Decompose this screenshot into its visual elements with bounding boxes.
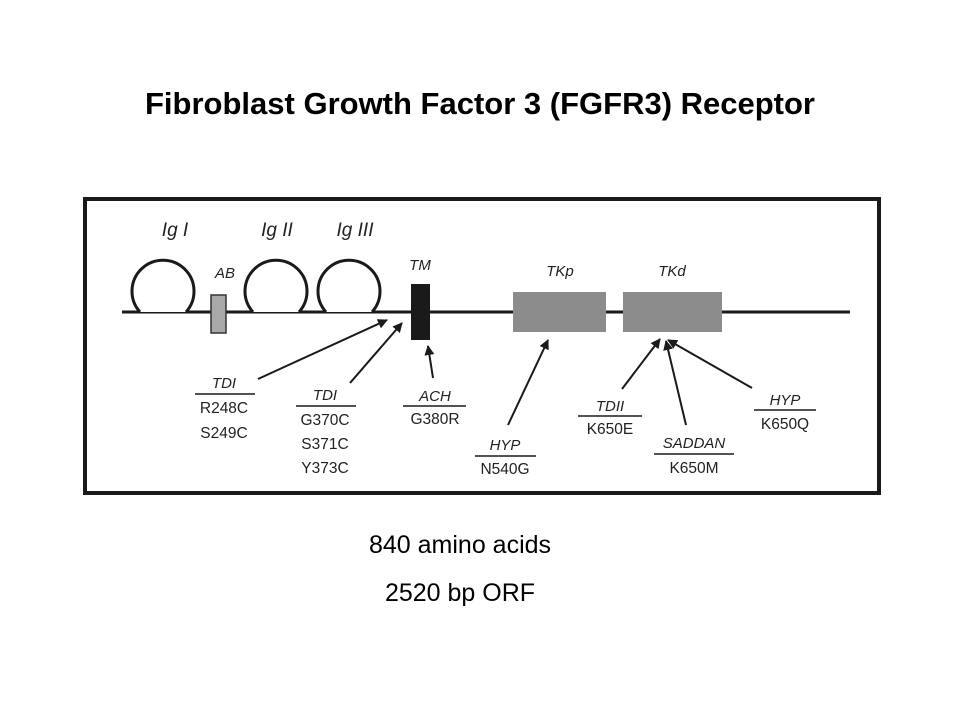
ig3-label: Ig III bbox=[337, 220, 375, 241]
arrow-saddan bbox=[663, 340, 687, 426]
mutation-group-hyp-1: HYP N540G bbox=[475, 437, 536, 478]
arrow-hyp-1 bbox=[507, 339, 549, 426]
tm-domain-box bbox=[411, 284, 430, 340]
ig2-domain-loop bbox=[243, 258, 309, 314]
syndrome-label: HYP bbox=[770, 392, 801, 409]
tm-label: TM bbox=[409, 257, 431, 274]
variant-label: N540G bbox=[480, 461, 529, 478]
arrow-tdi-1 bbox=[257, 319, 388, 380]
ab-label: AB bbox=[214, 265, 235, 282]
mutation-group-tdii: TDII K650E bbox=[578, 398, 642, 438]
variant-label: K650Q bbox=[761, 416, 809, 433]
variant-label: G370C bbox=[300, 412, 349, 429]
ig1-domain-loop bbox=[130, 258, 196, 314]
arrow-hyp-2 bbox=[667, 339, 753, 389]
mutation-group-tdi-2: TDI G370C S371C Y373C bbox=[296, 387, 356, 477]
ig1-label: Ig I bbox=[162, 220, 189, 241]
arrow-ach bbox=[424, 345, 435, 379]
page-title: Fibroblast Growth Factor 3 (FGFR3) Recep… bbox=[145, 86, 815, 121]
ig2-label: Ig II bbox=[261, 220, 293, 241]
variant-label: S371C bbox=[301, 436, 348, 453]
mutation-group-ach: ACH G380R bbox=[403, 388, 466, 428]
syndrome-label: SADDAN bbox=[663, 435, 726, 452]
syndrome-label: ACH bbox=[418, 388, 451, 405]
tkd-label: TKd bbox=[658, 263, 686, 280]
tkp-domain-box bbox=[513, 292, 606, 332]
tkp-label: TKp bbox=[546, 263, 574, 280]
mutation-group-tdi-1: TDI R248C S249C bbox=[195, 375, 255, 442]
variant-label: R248C bbox=[200, 400, 248, 417]
variant-label: Y373C bbox=[301, 460, 348, 477]
syndrome-label: HYP bbox=[490, 437, 521, 454]
variant-label: G380R bbox=[410, 411, 459, 428]
variant-label: S249C bbox=[200, 425, 247, 442]
mutation-group-hyp-2: HYP K650Q bbox=[754, 392, 816, 433]
variant-label: K650M bbox=[669, 460, 718, 477]
syndrome-label: TDI bbox=[313, 387, 337, 404]
diagram-frame bbox=[83, 197, 881, 495]
tkd-domain-box bbox=[623, 292, 722, 332]
ab-domain-box bbox=[210, 294, 227, 334]
variant-label: K650E bbox=[587, 421, 634, 438]
syndrome-label: TDI bbox=[212, 375, 236, 392]
arrow-tdi-2 bbox=[349, 322, 403, 384]
syndrome-label: TDII bbox=[596, 398, 624, 415]
ig3-domain-loop bbox=[316, 258, 382, 314]
amino-acid-count: 840 amino acids bbox=[368, 531, 552, 559]
mutation-group-saddan: SADDAN K650M bbox=[654, 435, 734, 477]
arrow-tdii bbox=[621, 338, 661, 390]
orf-length: 2520 bp ORF bbox=[384, 579, 536, 607]
